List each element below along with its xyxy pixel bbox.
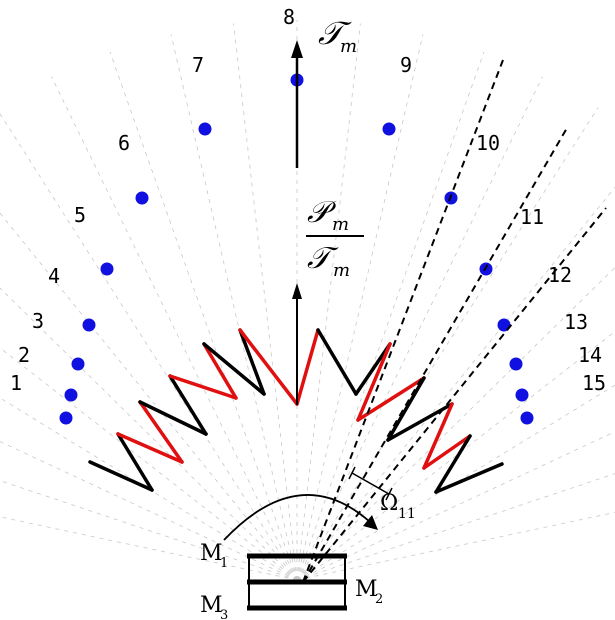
dashed-ray-2: [302, 127, 568, 583]
zigzag-segment: [354, 342, 392, 396]
angle-label-5: 5: [74, 203, 86, 227]
sample-dots: [59, 73, 534, 425]
sample-dot-9: [382, 122, 396, 136]
guide-line: [296, 186, 615, 581]
sample-dot-13: [509, 357, 523, 371]
angle-label-15: 15: [582, 371, 606, 395]
ratio-denominator-sub: m: [333, 260, 350, 281]
zigzag-segment: [422, 402, 454, 470]
mirror-label-m2-sub: 2: [375, 592, 383, 607]
top-arrow-label-sub: m: [340, 36, 357, 57]
guide-line: [0, 212, 298, 581]
zigzag-segment: [434, 434, 472, 494]
zigzag-segment: [138, 400, 184, 464]
top-arrow: [291, 40, 303, 168]
guide-line: [0, 480, 298, 581]
omega-bracket: [348, 466, 393, 501]
guide-line: [0, 287, 298, 581]
guide-line: [296, 23, 361, 581]
guide-line: [296, 76, 543, 581]
angle-label-14: 14: [578, 343, 602, 367]
sample-dot-1: [59, 411, 73, 425]
zigzag-segment: [356, 376, 426, 422]
zigzag-segment: [202, 342, 266, 396]
zigzag-segment: [138, 400, 208, 436]
sample-dot-15: [520, 411, 534, 425]
guide-line: [233, 23, 298, 581]
angle-label-7: 7: [192, 53, 204, 77]
zigzag-segment: [116, 432, 154, 492]
angle-label-2: 2: [18, 343, 30, 367]
top-arrow-index: 8: [283, 5, 295, 29]
dashed-ray-1: [302, 59, 504, 583]
guide-line: [296, 266, 615, 581]
zigzag-segment: [316, 328, 358, 396]
guide-line: [296, 511, 615, 581]
mirror-stack: [247, 553, 347, 611]
zigzag-segment: [238, 328, 299, 406]
angle-label-4: 4: [48, 264, 60, 288]
angle-label-1: 1: [10, 371, 22, 395]
guide-line: [109, 51, 298, 581]
guide-line: [170, 34, 298, 581]
guide-line: [0, 441, 298, 581]
angle-label-3: 3: [32, 309, 44, 333]
mirror-label-m2: M: [355, 577, 378, 602]
guide-line: [296, 384, 615, 581]
zigzag-segment: [422, 434, 472, 470]
zigzag-segment: [238, 328, 266, 396]
guide-line: [296, 34, 424, 581]
mirror-label-m3-sub: 3: [220, 608, 228, 620]
mirror-label-m3: M: [200, 593, 223, 618]
guide-line: [51, 76, 298, 581]
sample-dot-6: [135, 191, 149, 205]
zigzag-envelope: [88, 328, 504, 494]
sample-dot-4: [82, 318, 96, 332]
guide-line: [296, 107, 599, 581]
zigzag-segment: [168, 374, 238, 400]
zigzag-segment: [202, 342, 238, 400]
omega-label-sub: 11: [398, 506, 416, 522]
angle-label-10: 10: [476, 131, 500, 155]
rotation-arrow: [223, 494, 378, 541]
angle-label-9: 9: [400, 53, 412, 77]
angular-guide-lines: [0, 20, 615, 581]
zigzag-segment: [168, 374, 208, 436]
guide-line: [296, 431, 615, 581]
angle-label-6: 6: [118, 131, 130, 155]
angle-label-13: 13: [564, 310, 588, 334]
mirror-label-m1: M: [200, 541, 223, 566]
zigzag-segment: [116, 432, 184, 464]
ratio-numerator-sub: m: [332, 214, 349, 235]
guide-line: [296, 473, 615, 581]
mirror-label-m1-sub: 1: [220, 556, 228, 571]
zigzag-segment: [356, 342, 392, 422]
zigzag-segment: [295, 328, 320, 406]
omega-label: Ω: [380, 491, 398, 516]
guide-line: [0, 397, 298, 581]
zigzag-segment: [434, 462, 504, 494]
sample-dot-3: [71, 357, 85, 371]
guide-line: [0, 516, 298, 581]
sample-dot-7: [198, 122, 212, 136]
guide-line: [0, 347, 298, 581]
middle-arrow: [292, 283, 302, 405]
guide-line: [0, 113, 298, 581]
sample-dot-2: [64, 388, 78, 402]
sample-dot-14: [515, 388, 529, 402]
sample-dot-12: [497, 318, 511, 332]
guide-line: [296, 51, 485, 581]
angle-label-11: 11: [520, 205, 544, 229]
zigzag-segment: [386, 376, 426, 442]
sample-dot-5: [100, 262, 114, 276]
dashed-ray-3: [302, 207, 607, 583]
zigzag-segment: [88, 460, 154, 492]
angle-label-12: 12: [548, 263, 572, 287]
